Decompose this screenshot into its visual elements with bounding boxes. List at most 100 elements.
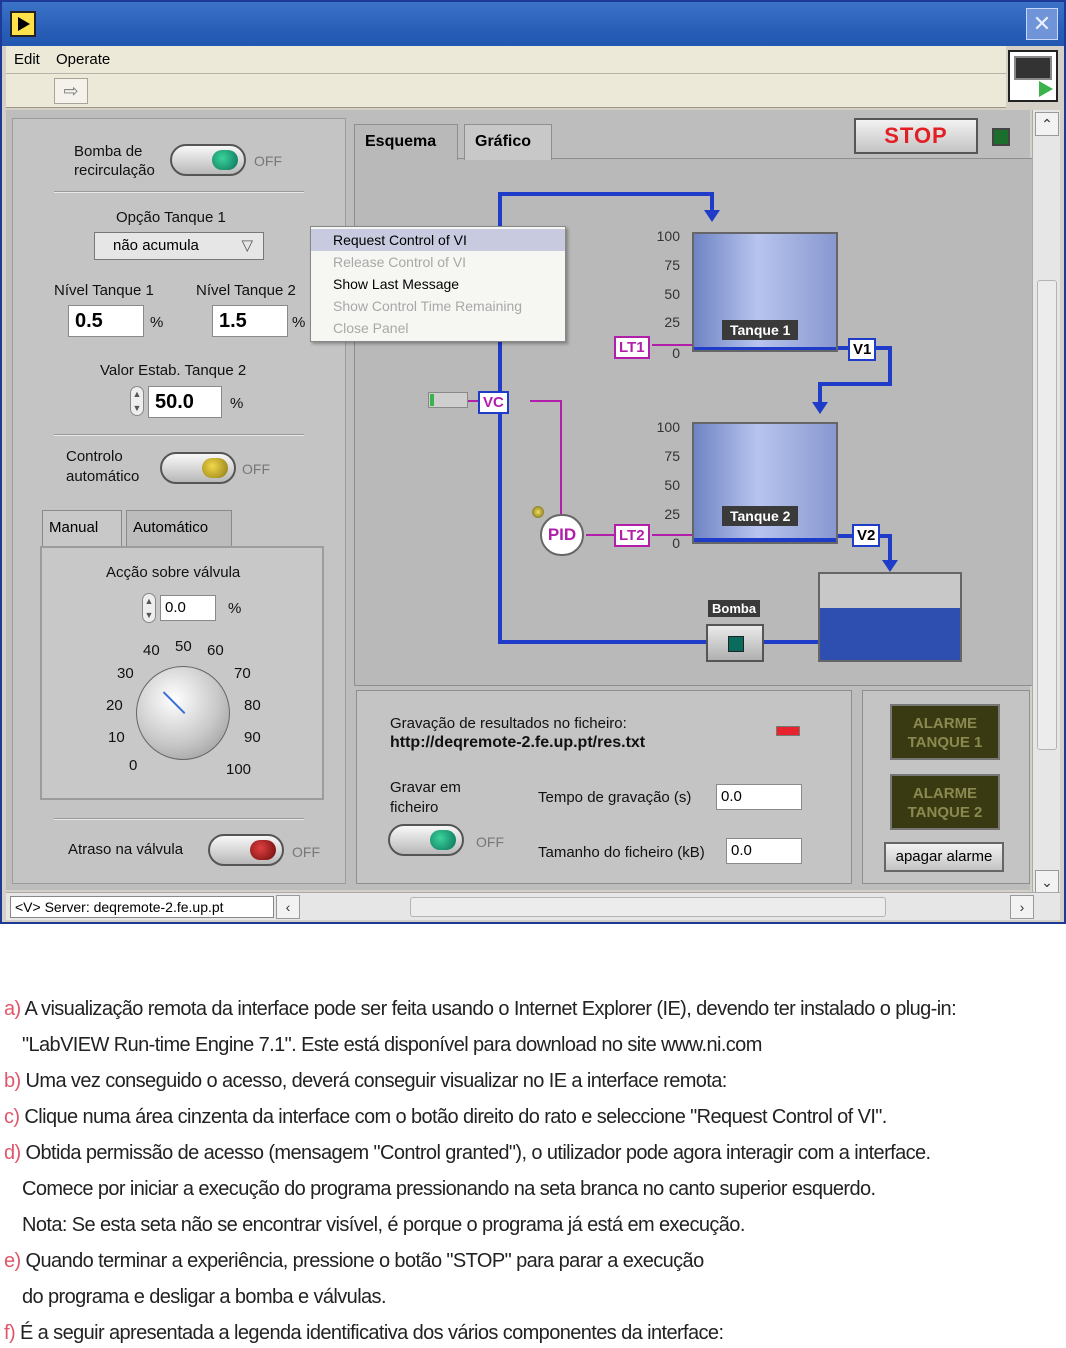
- lt1-sensor: LT1: [614, 336, 650, 359]
- instruction-text: Quando terminar a experiência, pressione…: [20, 1250, 705, 1272]
- tank1-scale-tick: 75: [664, 257, 680, 273]
- record-state: OFF: [476, 834, 504, 850]
- dial-tick: 90: [244, 729, 261, 746]
- vi-icon: [1008, 50, 1058, 102]
- menu-bar: Edit Operate: [6, 46, 1006, 74]
- title-bar: ✕: [2, 2, 1064, 46]
- level1-unit: %: [150, 314, 164, 331]
- dial-tick: 40: [143, 642, 160, 659]
- pipe: [498, 192, 714, 196]
- vertical-scrollbar[interactable]: ⌃ ⌄: [1032, 110, 1060, 894]
- dial-tick: 20: [106, 697, 123, 714]
- dial-needle: [162, 691, 186, 714]
- signal-line: [652, 534, 692, 536]
- tank1-scale-tick: 25: [664, 314, 680, 330]
- context-menu: Request Control of VI Release Control of…: [310, 226, 566, 342]
- record-toggle[interactable]: [388, 824, 464, 856]
- instruction-text: "LabVIEW Run-time Engine 7.1". Este está…: [22, 1034, 762, 1056]
- instruction-text: É a seguir apresentada a legenda identif…: [15, 1322, 724, 1344]
- menu-edit[interactable]: Edit: [14, 51, 40, 68]
- tank-1-label: Tanque 1: [722, 320, 799, 340]
- menu-item-request-control[interactable]: Request Control of VI: [311, 229, 565, 251]
- scroll-right-icon[interactable]: ›: [1010, 895, 1034, 919]
- instruction-line: do programa e desligar a bomba e válvula…: [22, 1286, 387, 1309]
- instruction-line: f) É a seguir apresentada a legenda iden…: [4, 1322, 724, 1345]
- instruction-line: c) Clique numa área cinzenta da interfac…: [4, 1106, 887, 1129]
- tank1-option-value: não acumula: [113, 237, 199, 254]
- level1-label: Nível Tanque 1: [54, 282, 154, 299]
- clear-alarm-button[interactable]: apagar alarme: [884, 842, 1004, 872]
- scroll-up-icon[interactable]: ⌃: [1035, 112, 1059, 136]
- pid-controller: PID: [540, 514, 584, 556]
- instruction-marker: a): [4, 998, 21, 1020]
- instruction-marker: d): [4, 1142, 21, 1164]
- recording-led: [776, 726, 800, 736]
- dial-tick: 70: [234, 665, 251, 682]
- tank2-scale-tick: 0: [672, 535, 680, 551]
- tank1-alarm-indicator: ALARME TANQUE 1: [890, 704, 1000, 760]
- scroll-down-icon[interactable]: ⌄: [1035, 870, 1059, 894]
- auto-label-1: Controlo: [66, 448, 123, 465]
- running-indicator-led: [992, 128, 1010, 146]
- menu-item-release-control: Release Control of VI: [333, 254, 467, 270]
- instruction-line: b) Uma vez conseguido o acesso, deverá c…: [4, 1070, 727, 1093]
- tank1-scale-tick: 0: [672, 345, 680, 361]
- tab-grafico[interactable]: Gráfico: [464, 124, 552, 160]
- dial-tick: 10: [108, 729, 125, 746]
- valve-delay-toggle[interactable]: [208, 834, 284, 866]
- level2-label: Nível Tanque 2: [196, 282, 296, 299]
- pipe: [818, 382, 892, 386]
- instruction-text: Uma vez conseguido o acesso, deverá cons…: [20, 1070, 728, 1092]
- toolbar: ⇨: [6, 74, 1006, 108]
- pid-indicator-led: [532, 506, 544, 518]
- tank1-scale-tick: 100: [656, 228, 680, 244]
- run-arrow-button[interactable]: ⇨: [54, 78, 88, 104]
- setpoint-spinner[interactable]: ▲▼: [130, 386, 144, 416]
- menu-operate[interactable]: Operate: [56, 51, 111, 68]
- signal-line: [586, 534, 616, 536]
- pump-button[interactable]: [706, 624, 764, 662]
- setpoint-label: Valor Estab. Tanque 2: [100, 362, 247, 379]
- scroll-left-icon[interactable]: ‹: [276, 895, 300, 919]
- valve-action-input[interactable]: 0.0: [160, 595, 216, 621]
- valve-delay-label: Atraso na válvula: [68, 841, 184, 858]
- tank1-option-select[interactable]: não acumula ▽: [94, 232, 264, 260]
- dial-tick: 60: [207, 642, 224, 659]
- tab-manual[interactable]: Manual: [42, 510, 122, 546]
- separator: [54, 191, 304, 193]
- file-size-label: Tamanho do ficheiro (kB): [538, 844, 705, 861]
- horizontal-scroll-thumb[interactable]: [410, 897, 886, 917]
- vertical-scroll-thumb[interactable]: [1037, 280, 1057, 750]
- arrow-down-icon: [812, 402, 828, 414]
- chevron-down-icon: ▽: [241, 237, 253, 254]
- separator: [54, 434, 304, 436]
- stop-button[interactable]: STOP: [854, 118, 978, 154]
- instruction-text: Nota: Se esta seta não se encontrar visí…: [22, 1214, 745, 1236]
- close-button[interactable]: ✕: [1026, 8, 1058, 40]
- auto-control-state: OFF: [242, 461, 270, 477]
- instruction-marker: b): [4, 1070, 21, 1092]
- instruction-marker: f): [4, 1322, 16, 1344]
- setpoint-input[interactable]: 50.0: [148, 386, 222, 418]
- instruction-line: Nota: Se esta seta não se encontrar visí…: [22, 1214, 745, 1237]
- menu-item-show-control-time: Show Control Time Remaining: [333, 298, 523, 314]
- alarm1-line1: ALARME: [912, 715, 978, 732]
- instruction-line: a) A visualização remota da interface po…: [4, 998, 957, 1021]
- menu-item-show-last-message[interactable]: Show Last Message: [333, 276, 460, 292]
- recording-title: Gravação de resultados no ficheiro:: [390, 715, 627, 732]
- tab-automatic[interactable]: Automático: [126, 510, 232, 546]
- instruction-line: d) Obtida permissão de acesso (mensagem …: [4, 1142, 931, 1165]
- tank-1-level: [694, 347, 836, 350]
- valve-dial-knob[interactable]: [136, 666, 230, 760]
- dial-tick: 80: [244, 697, 261, 714]
- pump-toggle[interactable]: [170, 144, 246, 176]
- instruction-line: Comece por iniciar a execução do program…: [22, 1178, 876, 1201]
- valve-action-spinner[interactable]: ▲▼: [142, 593, 156, 623]
- auto-control-toggle[interactable]: [160, 452, 236, 484]
- v1-valve: V1: [848, 338, 877, 361]
- instruction-line: "LabVIEW Run-time Engine 7.1". Este está…: [22, 1034, 762, 1057]
- pipe: [888, 346, 892, 386]
- v2-valve: V2: [852, 524, 881, 547]
- record-label-2: ficheiro: [390, 799, 439, 816]
- tab-esquema[interactable]: Esquema: [354, 124, 458, 160]
